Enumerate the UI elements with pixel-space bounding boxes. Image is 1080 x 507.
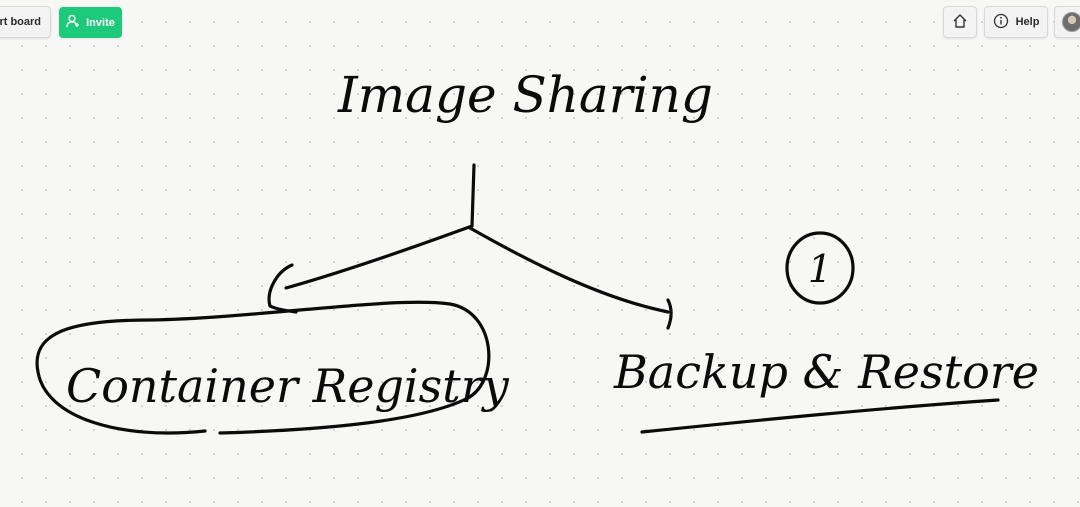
badge-circle (785, 231, 855, 305)
badge-number: 1 (808, 247, 832, 291)
board-title: Image Sharing (337, 66, 713, 124)
export-board-label: Export board (0, 16, 41, 28)
home-icon (952, 13, 968, 32)
invite-label: Invite (86, 16, 115, 29)
backup-label: Backup & Restore (613, 345, 1039, 399)
branch-right-arrowhead (666, 298, 673, 330)
home-button[interactable] (943, 6, 977, 38)
registry-loop (35, 300, 491, 435)
branch-right-line (468, 226, 670, 314)
backup-underline (640, 398, 1000, 434)
branch-left-arrowhead (267, 263, 298, 314)
help-button[interactable]: Help (984, 6, 1048, 38)
branch-left-line (284, 224, 474, 290)
help-label: Help (1015, 16, 1040, 28)
stem-line (470, 163, 476, 228)
info-icon (993, 13, 1009, 32)
registry-label: Container Registry (66, 359, 510, 413)
export-board-button[interactable]: Export board (0, 6, 51, 38)
add-user-icon (66, 14, 80, 31)
avatar (1062, 12, 1080, 32)
user-menu-button[interactable] (1054, 6, 1080, 38)
invite-button[interactable]: Invite (59, 7, 122, 38)
